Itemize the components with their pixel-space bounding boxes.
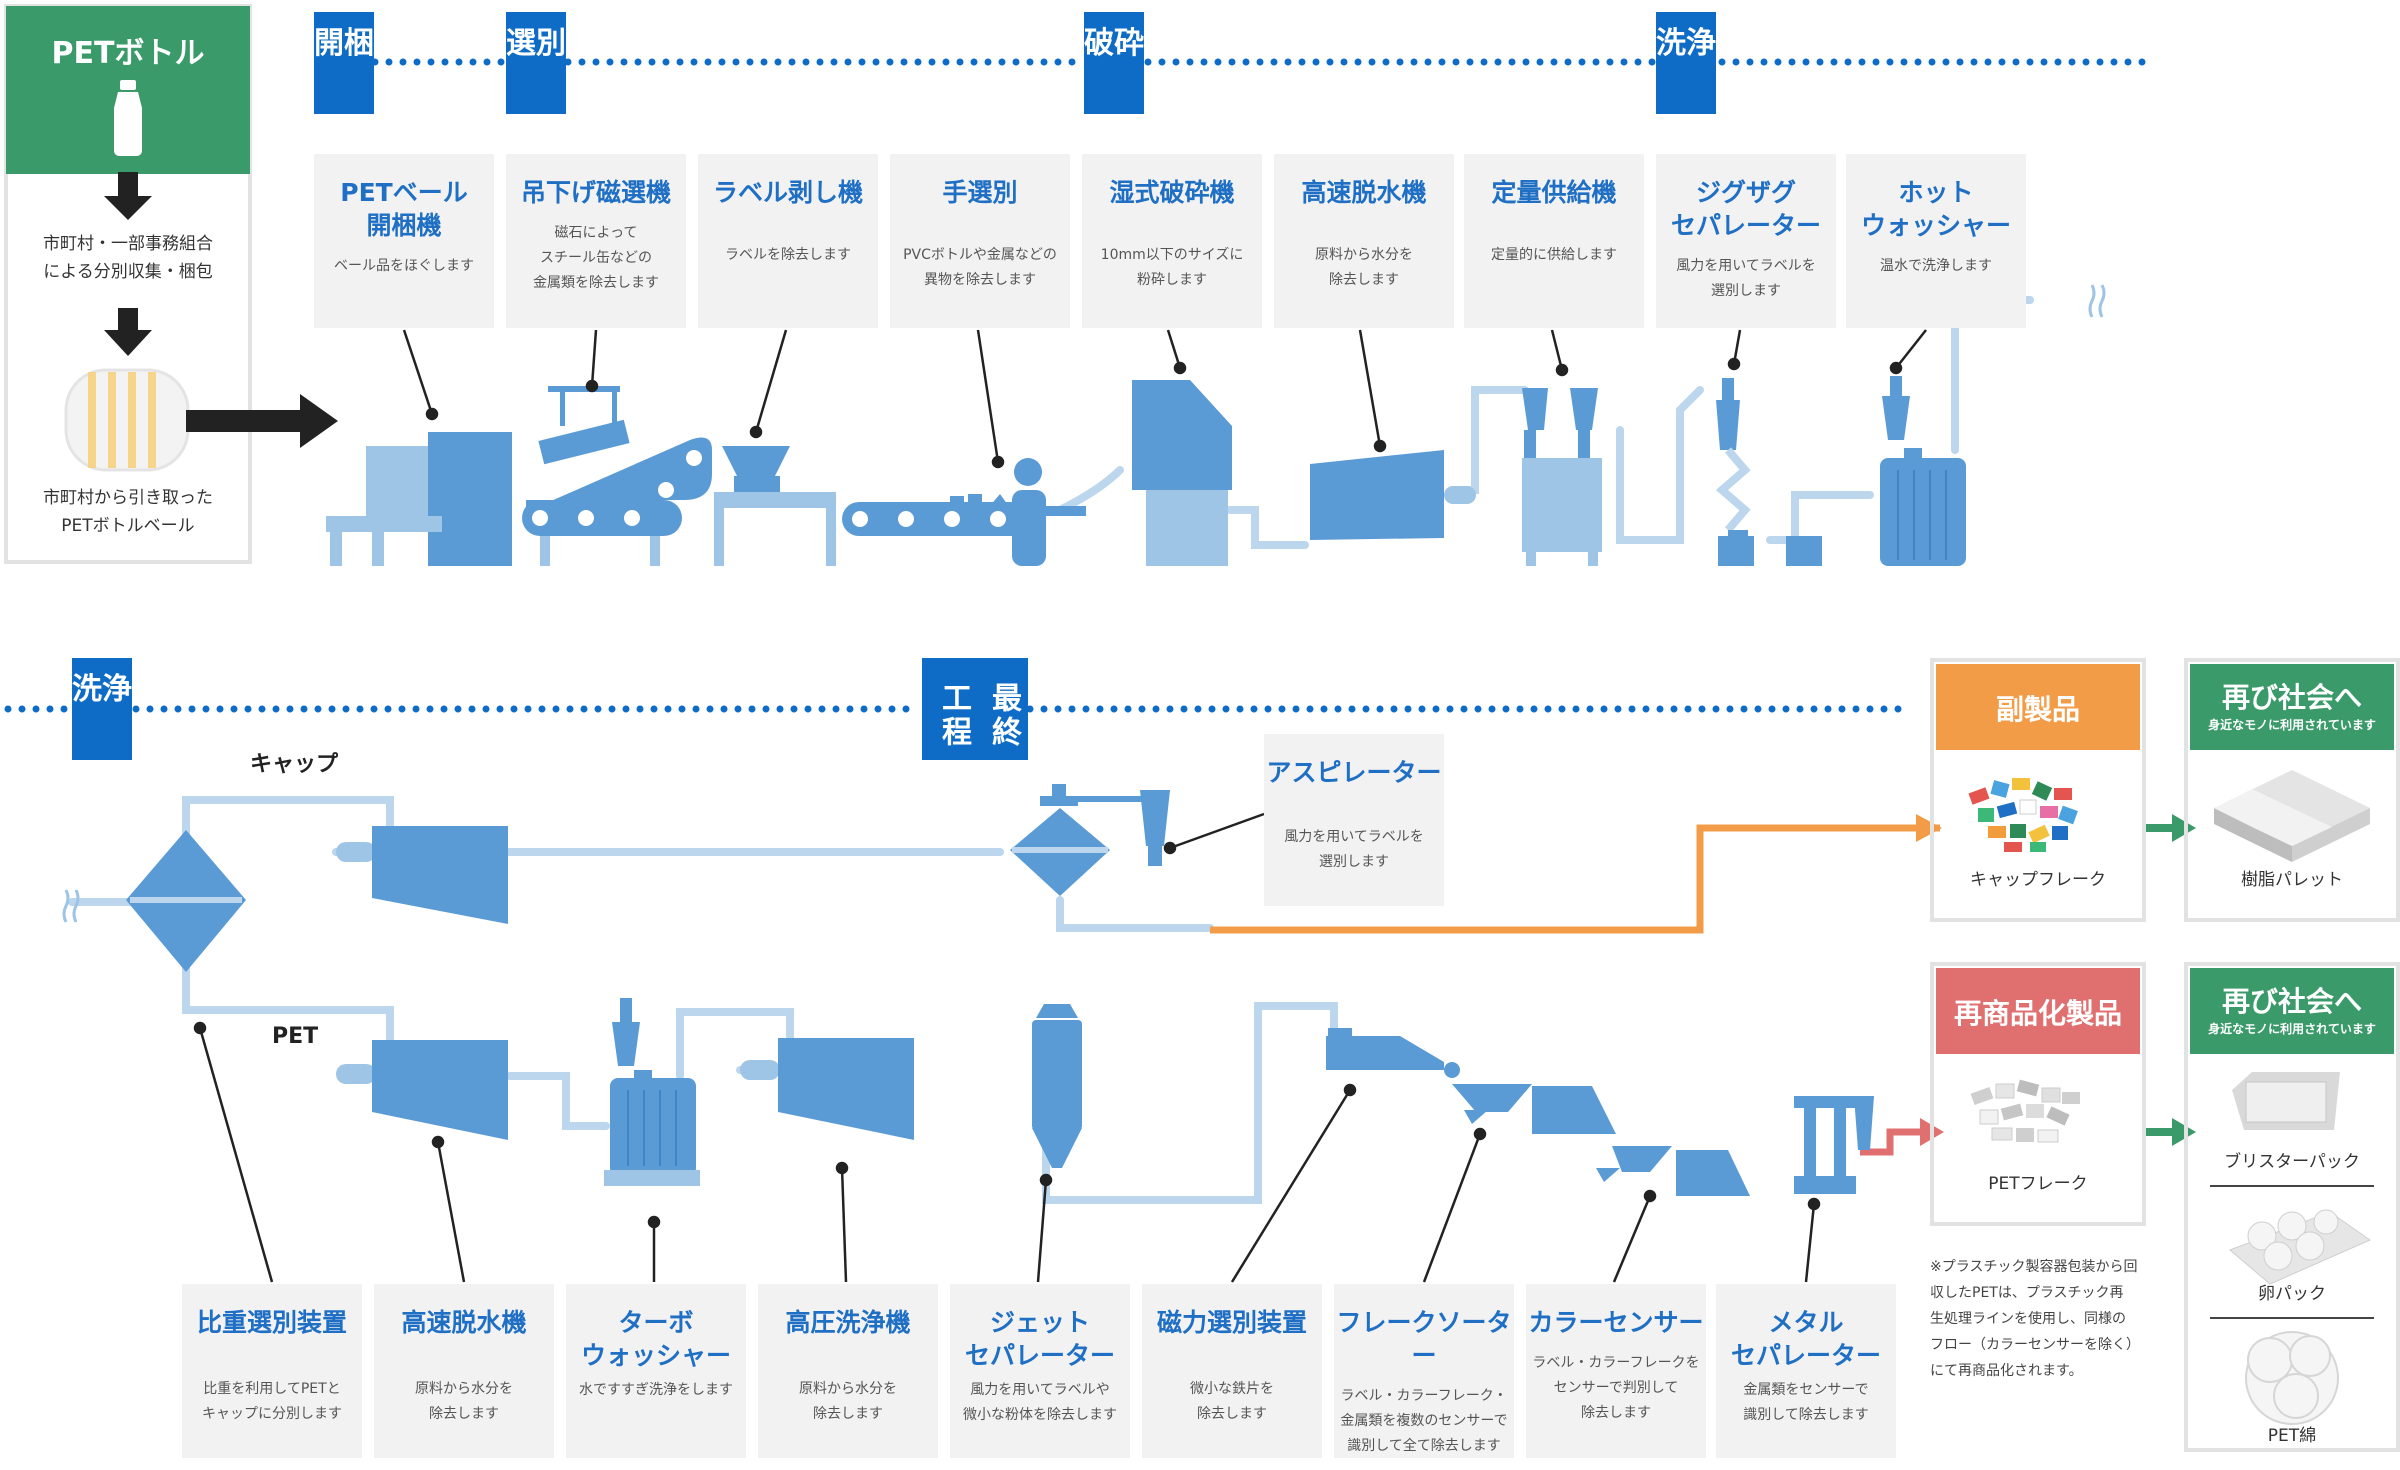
to-society-arrow-icon — [2146, 814, 2196, 1146]
dewaterer-machine — [1310, 450, 1476, 540]
high-pressure-washer-machine — [740, 1038, 914, 1140]
stage-dotted-lines — [4, 58, 2159, 713]
card-wet-crusher: 湿式破砕機 10mm以下のサイズに 粉砕します — [1082, 154, 1262, 328]
recommercial-title: 再商品化製品 — [1953, 997, 2122, 1030]
card-hot-washer: ホット ウォッシャー 温水で洗浄します — [1846, 154, 2026, 328]
card-aspirator: アスピレーター 風力を用いてラベルを 選別します — [1264, 734, 1444, 906]
card-constant-feeder: 定量供給機 定量的に供給します — [1464, 154, 1644, 328]
card-dewaterer-top: 高速脱水機 原料から水分を 除去します — [1274, 154, 1454, 328]
card-bale-opener: PETベール 開梱機 ベール品をほぐします — [314, 154, 494, 328]
society-top-subtitle: 身近なモノに利用されています — [2208, 718, 2376, 732]
wave-icon — [2088, 284, 2106, 318]
down-arrow-icon — [104, 172, 152, 356]
cap-line-label: キャップ — [250, 752, 339, 777]
byproduct-title: 副製品 — [1995, 693, 2080, 726]
society-bottom-header — [2190, 968, 2394, 1054]
hot-washer-machine — [1880, 376, 1966, 566]
stage-crushing: 破砕 — [1084, 12, 1144, 114]
color-sensor-machine — [1596, 1146, 1750, 1196]
card-flake-sorter: フレークソーター ラベル・カラーフレーク・ 金属類を複数のセンサーで 識別して全… — [1334, 1284, 1514, 1458]
stage-sorting: 選別 — [506, 12, 566, 114]
society-bottom-title: 再び社会へ — [2221, 985, 2362, 1018]
stage-unpacking: 開梱 — [314, 12, 374, 114]
wet-crusher-machine — [1132, 380, 1232, 566]
card-turbo-washer: ターボ ウォッシャー 水ですすぎ洗浄をします — [566, 1284, 746, 1458]
card-dewaterer-bottom: 高速脱水機 原料から水分を 除去します — [374, 1284, 554, 1458]
egg-pack-icon — [2229, 1209, 2372, 1285]
pet-cotton-label: PET綿 — [2267, 1426, 2317, 1446]
cap-flow-arrowhead — [1916, 814, 1942, 842]
resin-pallet-icon — [2214, 770, 2370, 862]
card-gravity-separator: 比重選別装置 比重を利用してPETと キャップに分別します — [182, 1284, 362, 1458]
pet-bottle-icon — [114, 80, 142, 156]
blister-pack-label: ブリスターパック — [2224, 1152, 2360, 1172]
society-top-header — [2190, 664, 2394, 750]
cap-flow-line — [1210, 824, 1940, 934]
pet-flow-line — [1860, 1128, 1926, 1156]
label-remover-machine — [714, 446, 836, 566]
footnote: ※プラスチック製容器包装から回 収したPETは、プラスチック再 生処理ラインを使… — [1930, 1259, 2140, 1379]
card-metal-separator: メタル セパレーター 金属類をセンサーで 識別して除去します — [1716, 1284, 1896, 1458]
top-pointer-lines — [402, 329, 1927, 469]
society-bottom-subtitle: 身近なモノに利用されています — [2208, 1022, 2376, 1036]
input-panel-title: PETボトル — [51, 36, 205, 71]
jet-separator-machine — [1032, 1004, 1082, 1168]
wave-icon — [62, 889, 80, 923]
resin-pallet-label: 樹脂パレット — [2241, 870, 2343, 890]
flake-sorter-machine — [1452, 1084, 1616, 1134]
stage-washing: 洗浄 — [1656, 12, 1716, 114]
pet-dewaterer-machine — [336, 1040, 508, 1140]
recommercial-header — [1936, 968, 2140, 1054]
blister-pack-icon — [2232, 1072, 2340, 1130]
society-top-title: 再び社会へ — [2221, 681, 2362, 714]
egg-pack-label: 卵パック — [2258, 1284, 2326, 1304]
cap-dewaterer-machine — [336, 826, 508, 924]
zigzag-separator-machine — [1715, 378, 1822, 566]
input-step-bale: 市町村から引き取った PETボトルベール — [43, 488, 213, 536]
stage-final: 最終工程 — [922, 658, 1028, 760]
right-arrow-icon — [186, 394, 338, 448]
card-zigzag-separator: ジグザグ セパレーター 風力を用いてラベルを 選別します — [1656, 154, 1836, 328]
manual-sorting-conveyor — [842, 458, 1086, 566]
pet-flake-label: PETフレーク — [1988, 1174, 2088, 1194]
gravity-separator-machine — [126, 830, 246, 972]
card-jet-separator: ジェット セパレーター 風力を用いてラベルや 微小な粉体を除去します — [950, 1284, 1130, 1458]
bale-opener-machine — [326, 432, 512, 566]
input-step-collection: 市町村・一部事務組合 による分別収集・梱包 — [43, 234, 213, 282]
card-magnetic-separator: 磁力選別装置 微小な鉄片を 除去します — [1142, 1284, 1322, 1458]
magnetic-separator-machine — [1326, 1028, 1460, 1078]
incline-conveyor-machine — [522, 437, 712, 566]
bottom-pointer-lines — [193, 812, 1821, 1283]
cap-separator-machine — [1010, 784, 1170, 896]
byproduct-header — [1936, 664, 2140, 750]
bottom-row-pipes — [68, 796, 1338, 1204]
metal-separator-machine — [1794, 1096, 1874, 1194]
product-box-frames — [1930, 658, 2400, 1452]
card-color-sensor: カラーセンサー ラベル・カラーフレークを センサーで判別して 除去します — [1526, 1284, 1706, 1458]
stage-washing-bottom: 洗浄 — [72, 658, 132, 760]
card-manual-sorting: 手選別 PVCボトルや金属などの 異物を除去します — [890, 154, 1070, 328]
card-suspended-magnet: 吊下げ磁選機 磁石によって スチール缶などの 金属類を除去します — [506, 154, 686, 328]
bale-icon — [64, 368, 190, 472]
cap-flake-icon — [1968, 778, 2078, 852]
cap-flake-label: キャップフレーク — [1970, 870, 2106, 890]
card-high-pressure-washer: 高圧洗浄機 原料から水分を 除去します — [758, 1284, 938, 1458]
suspended-magnet-machine — [538, 386, 630, 465]
card-label-remover: ラベル剥し機 ラベルを除去します — [698, 154, 878, 328]
pet-flake-icon — [1970, 1079, 2080, 1143]
turbo-washer-machine — [604, 998, 700, 1186]
pet-line-label: PET — [272, 1024, 319, 1049]
pet-cotton-icon — [2245, 1331, 2339, 1425]
constant-feeder-machine — [1522, 388, 1602, 566]
